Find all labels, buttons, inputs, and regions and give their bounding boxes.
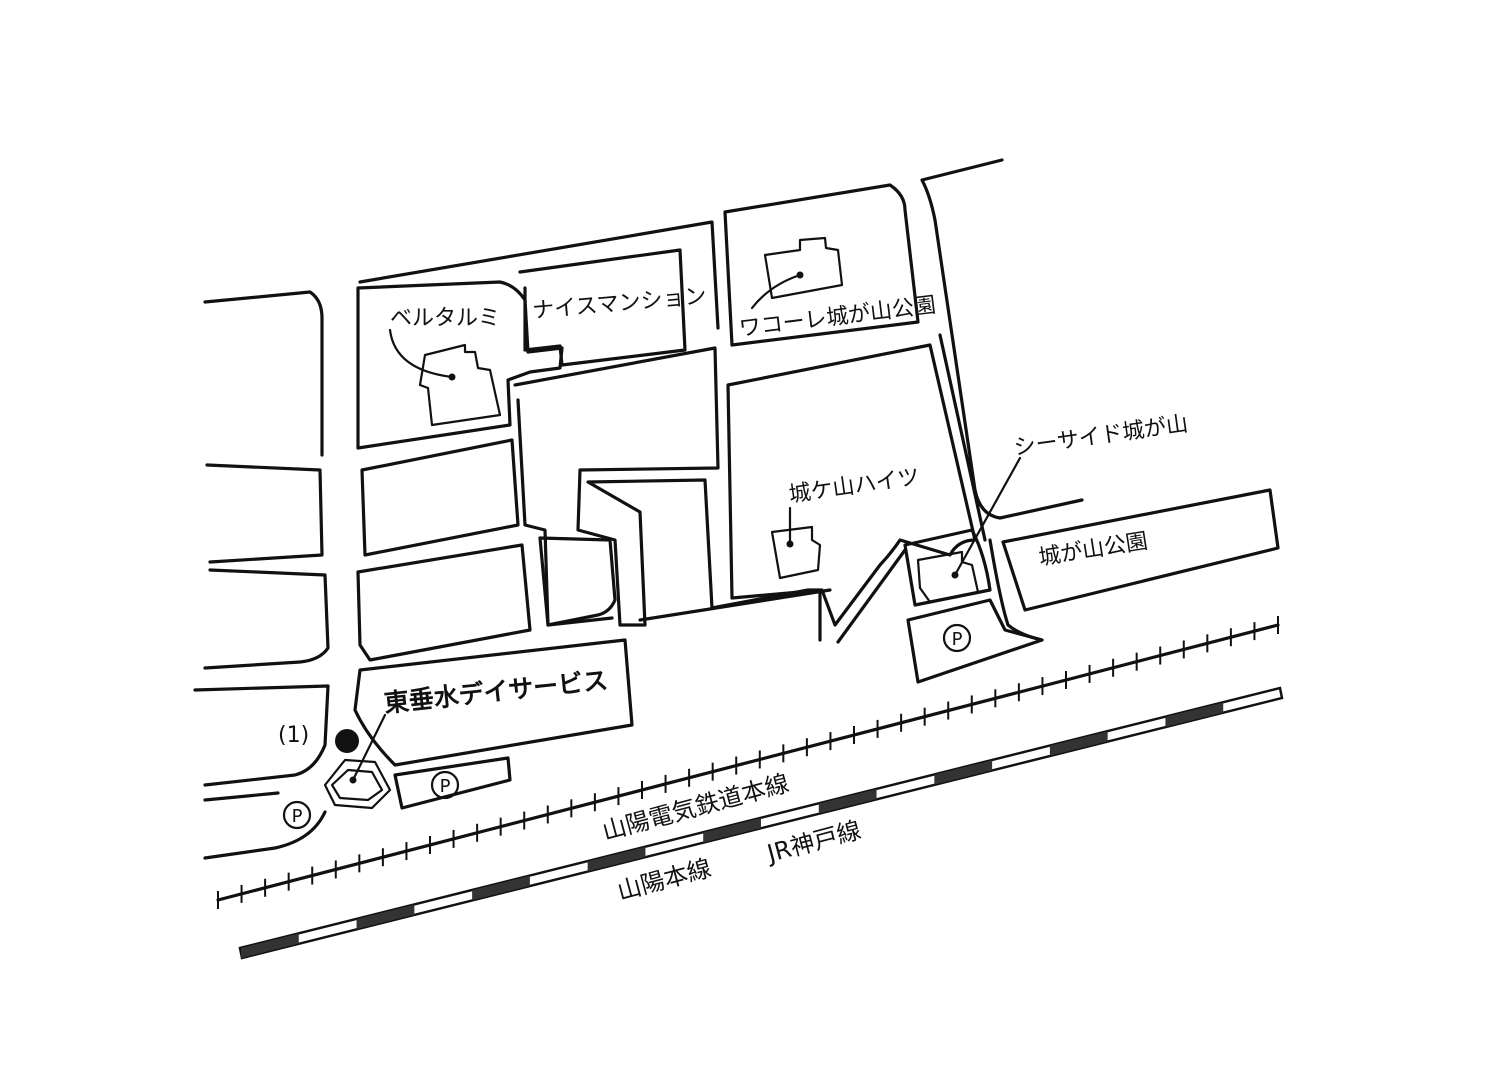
label-nice-mansion: ナイスマンション: [531, 284, 707, 324]
svg-text:P: P: [292, 806, 303, 827]
block-jogayama-park: [1001, 488, 1280, 612]
block-center-inner: [516, 398, 614, 627]
block-nice-mansion: [518, 248, 687, 367]
label-jogayama-park: 城が山公園: [1037, 529, 1150, 571]
block-left-3: [203, 568, 330, 670]
leader-higashi-tarumi: [351, 713, 387, 782]
block-left-2: [205, 463, 324, 564]
leader-wacoal: [750, 273, 802, 310]
label-jogayama-heights: 城ケ山ハイツ: [787, 465, 921, 508]
parking-left: P: [282, 800, 312, 830]
railway-segment: [818, 789, 877, 814]
building-jogayama-heights: [770, 525, 822, 580]
building-higashi-tarumi-inner: [330, 768, 384, 802]
road-top: [358, 220, 720, 330]
label-bell-talumi: ベルタルミ: [390, 306, 500, 331]
block-jogayama-heights: [726, 343, 977, 627]
leader-seaside: [953, 456, 1022, 577]
railway-segment: [587, 846, 646, 872]
block-mid-2: [356, 543, 532, 662]
block-center-pocket: [538, 536, 617, 627]
block-seaside: [903, 528, 992, 607]
railway-segment: [1165, 702, 1224, 727]
railway-segment: [241, 933, 299, 958]
block-higashi-parking: [393, 756, 512, 810]
svg-text:P: P: [440, 776, 451, 797]
railway-jr: [238, 686, 1284, 960]
railway-segment: [703, 818, 761, 843]
parking-higashi: P: [430, 770, 460, 800]
svg-text:P: P: [952, 629, 963, 650]
marker-number: (1): [278, 723, 309, 748]
label-seaside: シーサイド城が山: [1012, 412, 1189, 461]
road-right-lower: [988, 538, 1044, 642]
leader-bell-talumi: [388, 328, 454, 379]
marker-dot: [335, 729, 359, 753]
railway-segment: [1049, 731, 1108, 756]
block-seaside-parking: [906, 598, 1044, 684]
label-wacoal: ワコーレ城が山公園: [738, 293, 938, 342]
label-higashi-tarumi: 東垂水デイサービス: [383, 666, 610, 718]
block-left-4: [193, 684, 330, 787]
block-mid-1: [360, 438, 520, 557]
building-wacoal: [763, 236, 844, 300]
road-left-bottom: [203, 791, 327, 860]
railway-segment: [356, 904, 415, 930]
building-bell-talumi: [418, 343, 502, 427]
railway-sanyo-electric: [216, 616, 1280, 909]
railway-segment: [472, 875, 530, 901]
road-main-lower: [638, 548, 907, 644]
railway-segment: [934, 760, 993, 785]
parking-seaside: P: [942, 623, 972, 653]
block-higashi-tarumi: [353, 638, 634, 767]
block-center-big: [513, 346, 822, 642]
block-wacoal: [723, 183, 920, 347]
block-left-top: [203, 290, 324, 457]
building-seaside: [916, 550, 980, 604]
road-right-top: [920, 158, 1084, 542]
building-higashi-tarumi: [323, 758, 392, 810]
